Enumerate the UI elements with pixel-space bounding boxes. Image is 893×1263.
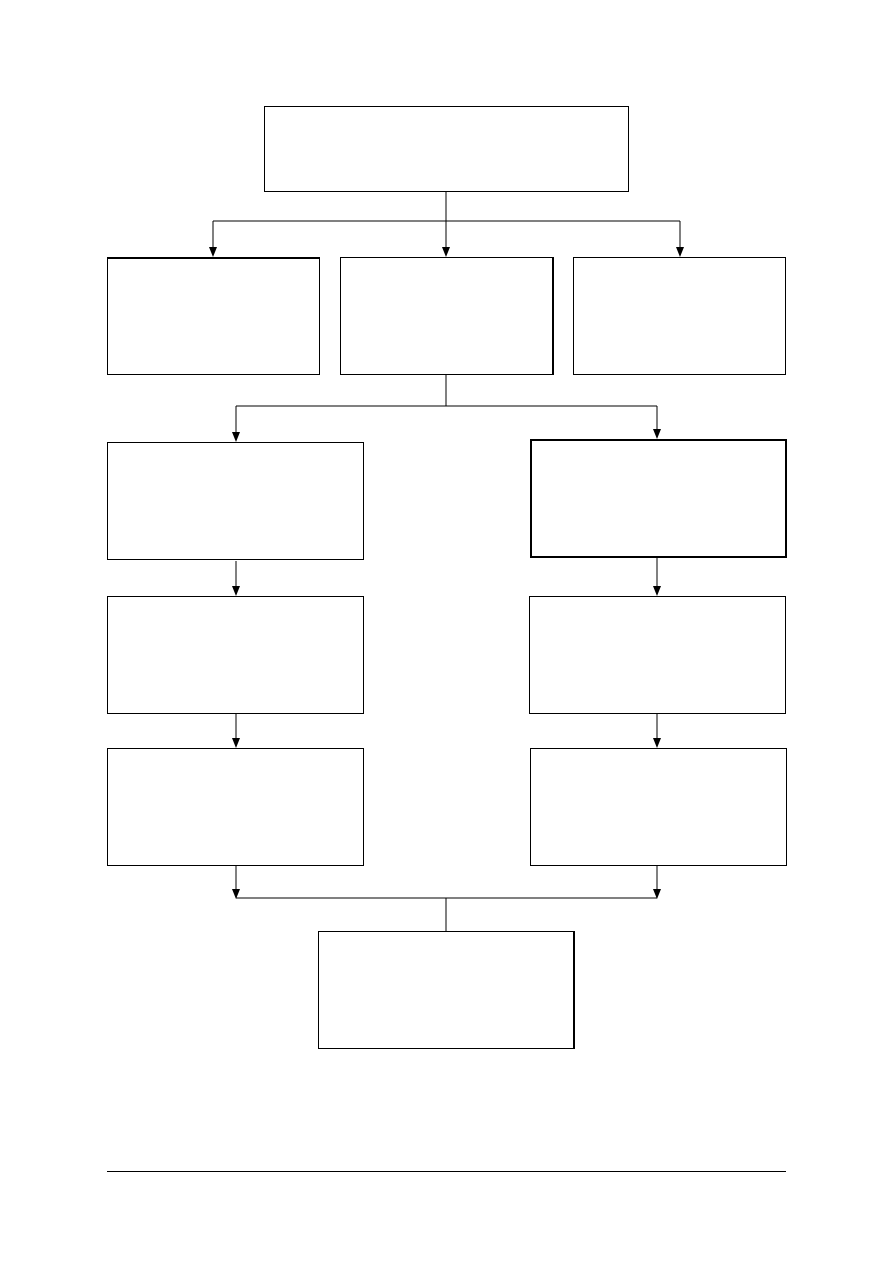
flow-box-branch-left-2 — [107, 596, 364, 714]
footer-rule — [107, 1171, 786, 1172]
flow-box-bottom — [318, 931, 575, 1049]
flow-box-branch-right-2 — [529, 596, 786, 714]
flow-box-branch-left-3 — [107, 748, 364, 866]
flow-box-branch-left-1 — [107, 442, 364, 560]
flow-box-level2-center — [340, 257, 554, 375]
flow-box-branch-right-1 — [530, 439, 787, 558]
flow-box-level2-right — [573, 257, 786, 375]
flow-box-top — [264, 106, 629, 192]
flow-box-level2-left — [107, 257, 320, 375]
flow-box-branch-right-3 — [530, 748, 787, 866]
